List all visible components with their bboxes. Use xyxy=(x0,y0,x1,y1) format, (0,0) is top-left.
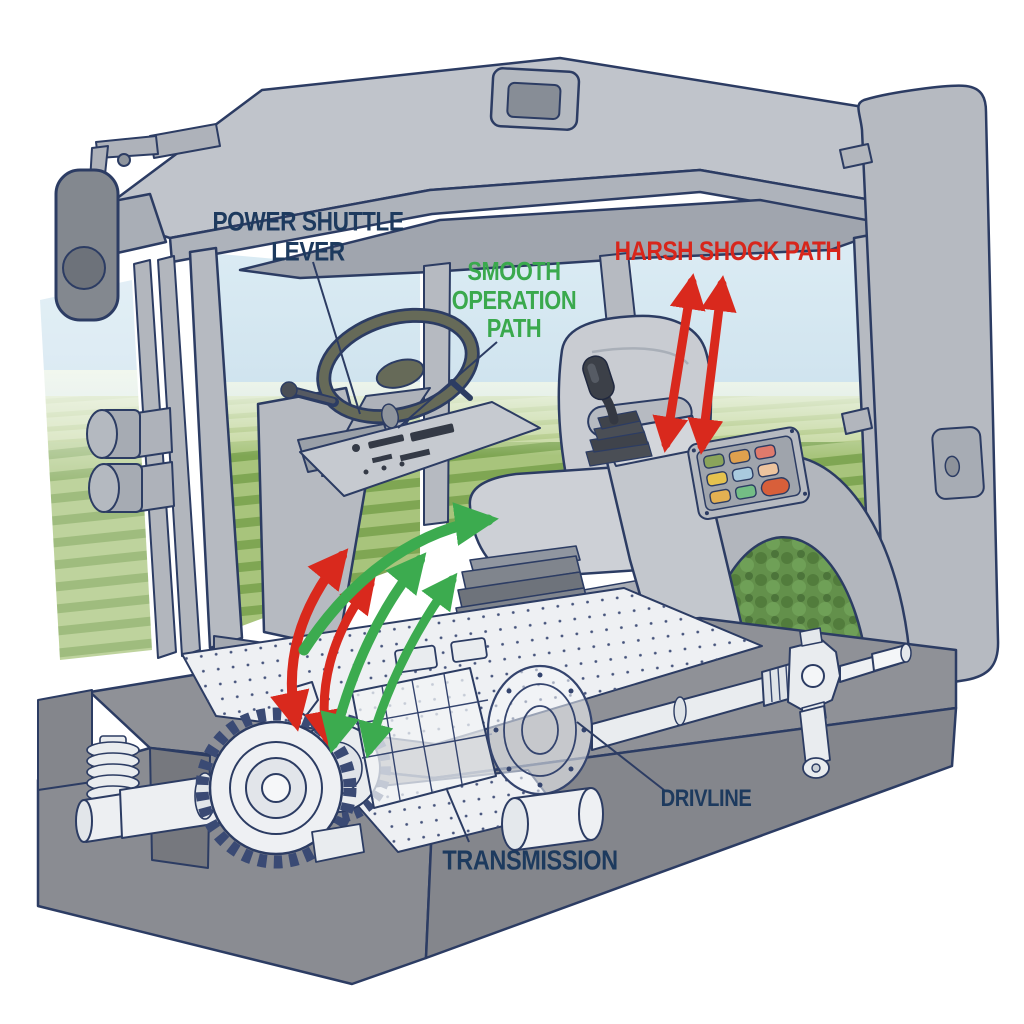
label-harsh-shock-path: HARSH SHOCK PATH xyxy=(614,236,842,267)
button-yellow xyxy=(706,471,729,487)
chassis-left-block xyxy=(37,689,93,791)
annotation-arrows xyxy=(270,273,737,759)
left-work-lights xyxy=(86,407,175,513)
leader-lines xyxy=(312,261,665,843)
mirror-glass xyxy=(54,168,120,322)
button-mint xyxy=(734,484,757,500)
door-handle xyxy=(931,426,985,500)
label-transmission: TRANSMISSION xyxy=(442,844,618,876)
left-mirror xyxy=(54,123,221,322)
center-console xyxy=(299,401,541,497)
button-amber xyxy=(709,488,732,505)
smooth-arrow-to-seat xyxy=(298,502,499,656)
power-shuttle-lever xyxy=(280,381,339,407)
universal-joint xyxy=(787,627,841,725)
button-peach xyxy=(757,462,780,478)
joystick-boot xyxy=(585,410,653,467)
bell-housing xyxy=(486,664,594,796)
transmission-assembly xyxy=(75,627,912,869)
leader-driveline xyxy=(576,721,665,791)
steering-wheel xyxy=(316,307,480,425)
button-salmon xyxy=(754,444,777,460)
right-door xyxy=(839,84,1000,690)
button-blue xyxy=(731,466,754,482)
leader-transmission xyxy=(446,789,470,843)
button-green xyxy=(703,453,725,469)
clutch-drum xyxy=(501,787,604,851)
right-stalk xyxy=(449,379,473,401)
harsh-arrow-straight-2 xyxy=(687,275,737,455)
a-pillar-left xyxy=(188,246,244,650)
driveline-shaft xyxy=(591,627,912,779)
leader-power-shuttle xyxy=(312,261,361,415)
button-orange xyxy=(728,448,751,465)
label-driveline: DRIVLINE xyxy=(660,784,752,812)
label-smooth-operation-path: SMOOTH OPERATION PATH xyxy=(451,256,577,344)
button-red-large xyxy=(760,477,791,497)
roof-work-light xyxy=(489,67,581,131)
smooth-arrow-curve-2 xyxy=(358,572,458,759)
left-frame-bar-2 xyxy=(157,255,201,657)
hanger-bracket xyxy=(799,705,831,779)
door-hinge-top xyxy=(839,143,873,169)
label-power-shuttle-lever: POWER SHUTTLE LEVER xyxy=(212,206,404,266)
left-frame-bar xyxy=(133,259,177,659)
leader-smooth-path xyxy=(397,341,498,429)
joystick-knob xyxy=(582,355,615,401)
door-hinge-bottom xyxy=(841,407,873,435)
small-cylinder xyxy=(311,823,365,863)
roof-ceiling xyxy=(238,198,900,280)
